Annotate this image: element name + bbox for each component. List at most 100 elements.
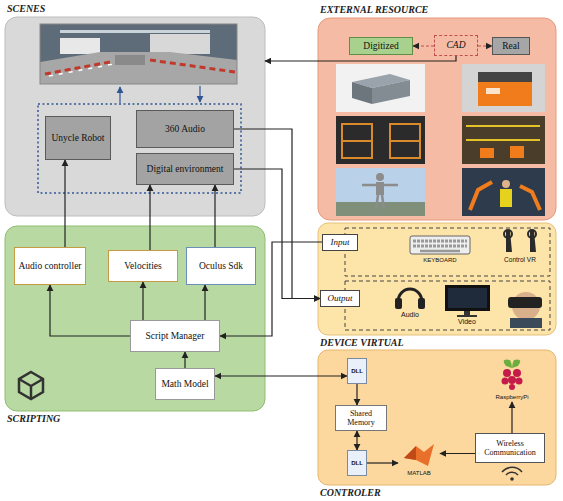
node-text: Oculus Sdk bbox=[199, 261, 243, 272]
controller-icons bbox=[503, 369, 511, 377]
device-sketches bbox=[413, 245, 467, 248]
device-sketches bbox=[345, 228, 550, 276]
node-text: Script Manager bbox=[146, 331, 205, 342]
controller-icons bbox=[508, 376, 516, 384]
dll-icon: DLL bbox=[347, 358, 367, 384]
environment-box: Digital environment bbox=[136, 153, 234, 185]
node-text: DLL bbox=[351, 368, 363, 375]
external-photos bbox=[372, 80, 410, 104]
real-box: Real bbox=[492, 37, 530, 55]
device-sketches bbox=[395, 298, 402, 309]
matlab-icon: MATLAB bbox=[398, 444, 440, 478]
scene-screenshot bbox=[60, 38, 100, 54]
external-photos bbox=[390, 140, 420, 142]
wireless-box: Wireless Communication bbox=[475, 433, 545, 463]
scene-group-outline bbox=[38, 86, 241, 193]
device-sketches bbox=[345, 228, 550, 330]
connector-arrow bbox=[204, 285, 205, 320]
external-photos bbox=[342, 124, 372, 158]
device-sketches bbox=[504, 230, 512, 238]
device-sketches bbox=[420, 250, 460, 253]
panel-heading: DEVICE VIRTUAL bbox=[320, 337, 404, 349]
connector-arrow bbox=[64, 160, 65, 247]
connector-arrow bbox=[142, 282, 143, 320]
external-photos bbox=[470, 182, 492, 210]
node-text: Input bbox=[331, 237, 350, 247]
unity-logo bbox=[19, 372, 43, 399]
external-photos bbox=[376, 173, 384, 181]
connector-arrow bbox=[149, 185, 150, 250]
device-panel: DEVICE VIRTUALInputOutput bbox=[318, 223, 556, 335]
device-sketches bbox=[445, 285, 490, 311]
external-photos bbox=[342, 140, 372, 142]
connector-arrow bbox=[215, 375, 347, 376]
connector-arrow bbox=[440, 453, 475, 454]
panel-background bbox=[318, 223, 556, 335]
device-sketches bbox=[345, 281, 550, 330]
panel-heading: CONTROLER bbox=[320, 487, 381, 499]
device-sketches bbox=[410, 236, 470, 254]
panel-background bbox=[5, 226, 265, 411]
controller-icons bbox=[506, 472, 518, 475]
scene-group-outline bbox=[199, 86, 200, 102]
panel-background bbox=[318, 18, 556, 220]
external-photos bbox=[336, 116, 425, 164]
process-box: Oculus Sdk bbox=[186, 247, 256, 285]
connector-arrow bbox=[214, 185, 215, 247]
external-photos bbox=[382, 195, 384, 209]
external-photos bbox=[462, 64, 545, 112]
external-photos bbox=[336, 64, 425, 112]
external-photos bbox=[462, 116, 545, 164]
device-sketches bbox=[418, 298, 425, 309]
device-label: Audio bbox=[401, 311, 419, 319]
external-photos bbox=[520, 186, 540, 210]
node-text: Shared Memory bbox=[339, 409, 383, 427]
scene-screenshot bbox=[40, 52, 237, 84]
node-text: MATLAB bbox=[407, 470, 431, 477]
scene-screenshot bbox=[49, 64, 114, 76]
device-sketches bbox=[457, 315, 477, 317]
external-photos bbox=[362, 184, 398, 187]
controller-icons bbox=[516, 378, 523, 385]
raspberry-icon: RaspberryPi bbox=[484, 358, 540, 402]
scene-screenshot bbox=[45, 62, 110, 74]
device-sketches bbox=[528, 230, 536, 238]
node-text: Math Model bbox=[161, 379, 208, 390]
external-photos bbox=[336, 64, 545, 216]
controller-icons bbox=[513, 369, 521, 377]
external-photos bbox=[480, 148, 494, 158]
connector-arrow bbox=[413, 45, 434, 46]
external-photos bbox=[486, 88, 500, 94]
connector-arrow bbox=[356, 384, 357, 405]
external-photos bbox=[376, 195, 378, 209]
external-photos bbox=[500, 189, 512, 207]
panel-background bbox=[5, 17, 556, 485]
external-photos bbox=[336, 168, 425, 216]
manager-box: Script Manager bbox=[130, 320, 220, 352]
scene-screenshot bbox=[40, 24, 237, 84]
controller-icons bbox=[510, 477, 514, 481]
scene-screenshot bbox=[115, 55, 145, 65]
external-photos bbox=[510, 146, 524, 158]
cad-box: CAD bbox=[434, 35, 478, 56]
memory-box: Shared Memory bbox=[335, 405, 387, 431]
panel-heading: SCENES bbox=[7, 3, 45, 15]
connector-arrow bbox=[265, 56, 456, 61]
external-photos bbox=[352, 82, 372, 104]
scene-group-outline bbox=[38, 104, 241, 193]
scene-screenshot bbox=[150, 60, 235, 72]
external-photos bbox=[462, 168, 545, 216]
connector-arrow bbox=[511, 402, 512, 433]
resource-panel: EXTERNAL RESOURCEDigitizedCADReal bbox=[318, 18, 556, 220]
device-sketches bbox=[413, 240, 467, 243]
scene-screenshot bbox=[40, 24, 237, 84]
scenes-panel: SCENESUnycle Robot360 AudioDigital envir… bbox=[5, 17, 265, 216]
external-photos bbox=[502, 180, 510, 188]
robot-box: Unycle Robot bbox=[45, 116, 111, 160]
panel-heading: EXTERNAL RESOURCE bbox=[320, 4, 428, 16]
panel-heading: SCRIPTING bbox=[7, 413, 60, 425]
node-text: Unycle Robot bbox=[51, 133, 104, 144]
node-text: Output bbox=[327, 293, 352, 303]
external-photos bbox=[478, 72, 532, 82]
device-label: KEYBOARD bbox=[423, 257, 456, 264]
